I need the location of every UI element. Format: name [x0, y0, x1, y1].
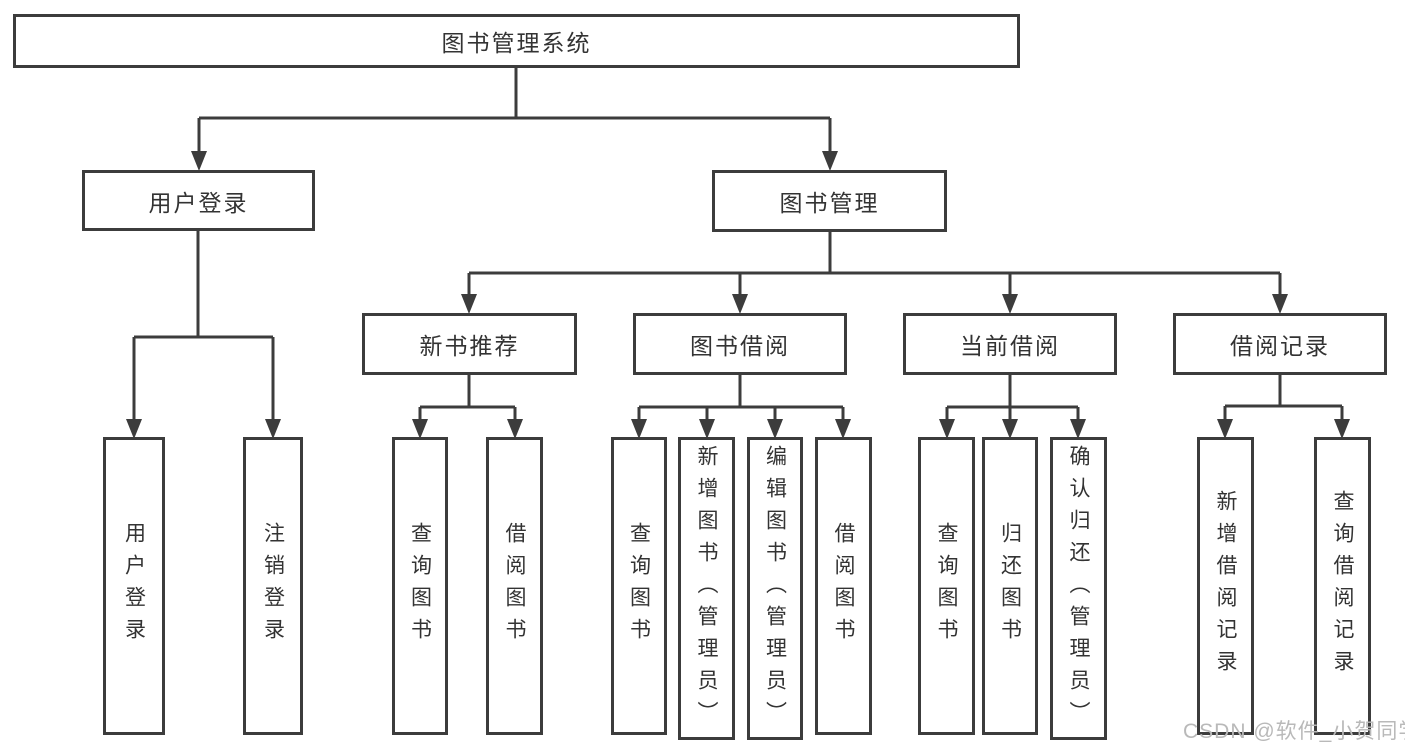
leaf-return-book: 归还图书 [982, 437, 1038, 735]
leaf-edit-book-admin: 编辑图书（管理员） [747, 437, 803, 740]
leaf-label: 查询图书 [935, 522, 958, 650]
node-book-management: 图书管理 [712, 170, 947, 232]
leaf-label: 用户登录 [122, 522, 146, 650]
node-label: 当前借阅 [960, 333, 1060, 359]
node-label: 借阅记录 [1230, 333, 1330, 359]
leaf-label: 借阅图书 [503, 522, 526, 650]
leaf-label: 查询图书 [627, 522, 651, 650]
leaf-query-book-1: 查询图书 [392, 437, 448, 735]
node-borrow-records: 借阅记录 [1173, 313, 1387, 375]
leaf-add-book-admin: 新增图书（管理员） [678, 437, 735, 740]
leaf-label: 新增图书（管理员） [695, 444, 718, 733]
leaf-user-login: 用户登录 [103, 437, 165, 735]
leaf-borrow-book-2: 借阅图书 [815, 437, 872, 735]
node-label: 图书借阅 [690, 333, 790, 359]
node-label: 图书管理系统 [441, 30, 592, 56]
leaf-label: 注销登录 [261, 522, 285, 650]
leaf-query-borrow-record: 查询借阅记录 [1314, 437, 1371, 735]
leaf-label: 确认归还（管理员） [1067, 444, 1090, 733]
leaf-label: 编辑图书（管理员） [763, 444, 787, 733]
node-new-book-recommend: 新书推荐 [362, 313, 577, 375]
leaf-confirm-return-admin: 确认归还（管理员） [1050, 437, 1107, 740]
leaf-borrow-book-1: 借阅图书 [486, 437, 543, 735]
csdn-watermark: CSDN @软件_小贺同学 [1183, 720, 1405, 743]
leaf-query-book-2: 查询图书 [611, 437, 667, 735]
node-label: 用户登录 [148, 189, 249, 216]
node-user-login: 用户登录 [82, 170, 315, 231]
leaf-query-book-3: 查询图书 [918, 437, 975, 735]
leaf-add-borrow-record: 新增借阅记录 [1197, 437, 1254, 735]
leaf-label: 归还图书 [998, 522, 1022, 650]
leaf-label: 查询借阅记录 [1331, 490, 1354, 682]
leaf-label: 新增借阅记录 [1214, 490, 1237, 682]
leaf-logout: 注销登录 [243, 437, 303, 735]
node-label: 新书推荐 [419, 333, 520, 359]
node-current-borrow: 当前借阅 [903, 313, 1117, 375]
node-label: 图书管理 [779, 190, 880, 216]
node-root-system: 图书管理系统 [13, 14, 1020, 68]
leaf-label: 查询图书 [408, 522, 432, 650]
node-book-borrow: 图书借阅 [633, 313, 847, 375]
leaf-label: 借阅图书 [832, 522, 855, 650]
